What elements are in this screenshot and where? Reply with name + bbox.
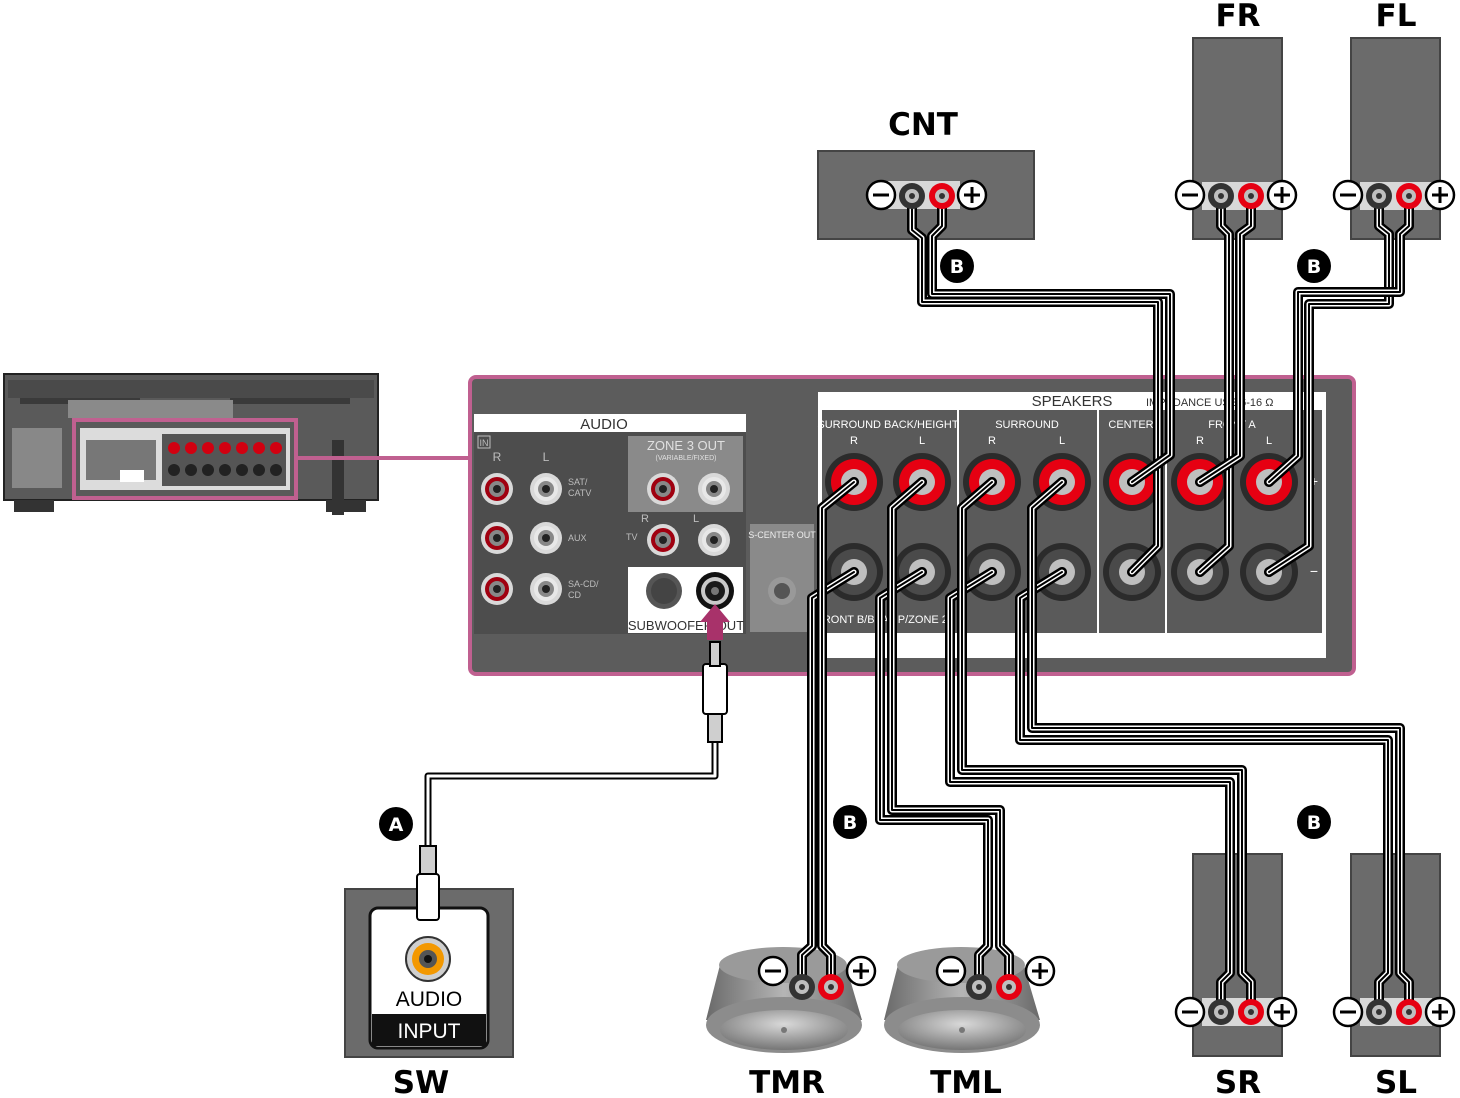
receiver-rear-panel: AUDIO IN R L ZONE 3 OUT (VARIABLE/FIXED)… [468, 375, 1356, 676]
rca-jack-zone3-r [647, 473, 679, 505]
label-fr: FR [1215, 0, 1260, 34]
surround-col-r: R [988, 435, 996, 447]
s-center-out-label: S-CENTER OUT [748, 530, 816, 540]
speaker-cnt [817, 150, 1035, 240]
label-sr: SR [1215, 1065, 1261, 1098]
surround-back-height-label: SURROUND BACK/HEIGHT [817, 419, 958, 431]
subwoofer-cable [416, 641, 728, 921]
minus-row-label: − [1310, 563, 1318, 579]
label-fl: FL [1376, 0, 1417, 34]
badge-b-surround-label: B [1307, 812, 1321, 834]
tv-col-l: L [693, 513, 699, 525]
surround-label: SURROUND [995, 419, 1059, 431]
fl-terminals [1332, 179, 1456, 211]
ch71-label: 7.1ch [853, 637, 880, 649]
speaker-cables [797, 191, 1414, 1017]
badge-a-label: A [389, 814, 404, 836]
tmr-terminals [757, 955, 877, 1000]
tv-label: TV [626, 532, 638, 542]
badge-b-surround: B [1297, 805, 1331, 839]
aux-label: AUX [568, 533, 587, 543]
sa-cd-label-2: CD [568, 590, 581, 600]
tml-terminals [935, 955, 1056, 1000]
sbh-col-l: L [919, 435, 925, 447]
badge-b-cnt-label: B [950, 256, 964, 278]
rca-jack-aux-r [481, 522, 513, 554]
sr-terminals [1174, 996, 1298, 1028]
surround-col-l: L [1059, 435, 1065, 447]
label-tml: TML [930, 1065, 1002, 1098]
label-sl: SL [1375, 1065, 1417, 1098]
fr-terminals [1174, 179, 1298, 211]
audio-section-title: AUDIO [580, 416, 628, 433]
in-tag: IN [480, 438, 489, 448]
sat-catv-label-1: SAT/ [568, 477, 588, 487]
tv-col-r: R [641, 513, 649, 525]
zone3-subtitle: (VARIABLE/FIXED) [656, 455, 717, 462]
rca-jack-aux-l [530, 522, 562, 554]
rca-jack-sa-cd-r [481, 573, 513, 605]
label-sw: SW [393, 1065, 450, 1098]
subwoofer-out-jack [696, 572, 734, 610]
speaker-tmr [706, 947, 862, 1053]
badge-b-cnt: B [940, 249, 974, 283]
sat-catv-label-2: CATV [568, 488, 591, 498]
badge-a: A [379, 807, 413, 841]
speaker-fl [1350, 37, 1441, 240]
audio-input-label: AUDIO [396, 988, 463, 1011]
cnt-terminals [865, 179, 988, 211]
badge-b-top-middle: B [833, 805, 867, 839]
sa-cd-label-1: SA-CD/ [568, 579, 599, 589]
rca-jack-tv-r [647, 524, 679, 556]
rca-jack-zone3-l [698, 473, 730, 505]
badge-b-front: B [1297, 249, 1331, 283]
rca-jack-sat-catv-l [530, 473, 562, 505]
rca-jack-tv-l [698, 524, 730, 556]
audio-col-r: R [493, 450, 502, 464]
speaker-fr [1192, 37, 1283, 240]
label-tmr: TMR [749, 1065, 825, 1098]
receiver-thumbnail [3, 373, 470, 515]
insert-arrow-icon [700, 604, 730, 640]
audio-input-sub-label: INPUT [398, 1020, 461, 1043]
sl-terminals [1332, 996, 1456, 1028]
ch52-label: 5.2ch [895, 637, 922, 649]
center-label: CENTER [1108, 419, 1153, 431]
rca-jack-sa-cd-l [530, 573, 562, 605]
s-center-out-jack [768, 577, 796, 605]
audio-col-l: L [543, 450, 550, 464]
label-cnt: CNT [888, 107, 958, 143]
speaker-sw: AUDIO INPUT [344, 888, 514, 1058]
badge-b-top-middle-label: B [843, 812, 857, 834]
front-a-col-r: R [1196, 435, 1204, 447]
sbh-col-r: R [850, 435, 858, 447]
ch51-label: 5.1ch [1118, 637, 1145, 649]
badge-b-front-label: B [1307, 256, 1321, 278]
speakers-title: SPEAKERS [1032, 393, 1113, 410]
front-a-col-l: L [1266, 435, 1272, 447]
audio-input-jack [405, 936, 451, 982]
rca-jack-sat-catv-r [481, 473, 513, 505]
zone3-title: ZONE 3 OUT [647, 438, 725, 453]
